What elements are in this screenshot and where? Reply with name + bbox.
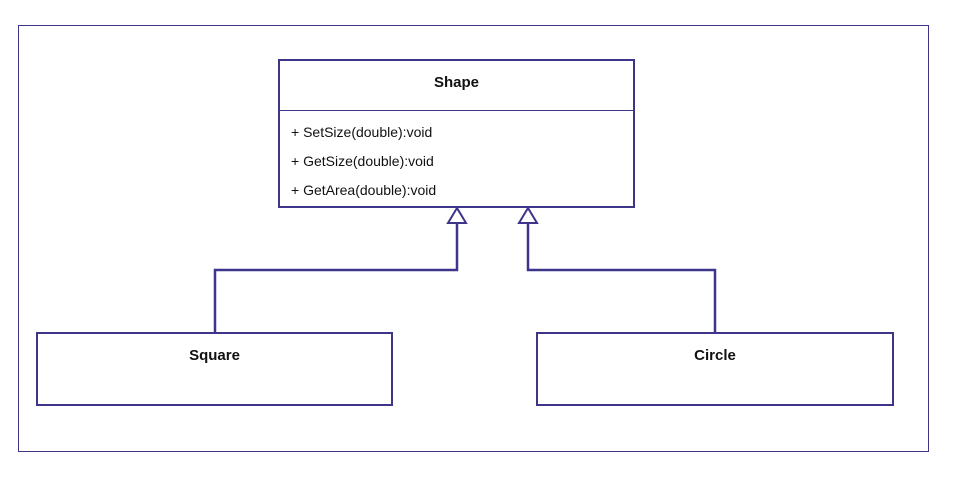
circle-class-name: Circle [694, 347, 736, 364]
method-get-area: + GetArea(double):void [291, 182, 437, 198]
method-get-size: + GetSize(double):void [291, 153, 434, 169]
shape-class-box[interactable]: Shape + SetSize(double):void + GetSize(d… [278, 59, 635, 208]
circle-class-box[interactable]: Circle [536, 332, 894, 406]
square-class-name: Square [189, 347, 240, 364]
shape-class-name: Shape [280, 61, 633, 111]
shape-method-list: + SetSize(double):void + GetSize(double)… [280, 111, 633, 205]
square-class-box[interactable]: Square [36, 332, 393, 406]
method-set-size: + SetSize(double):void [291, 124, 433, 140]
